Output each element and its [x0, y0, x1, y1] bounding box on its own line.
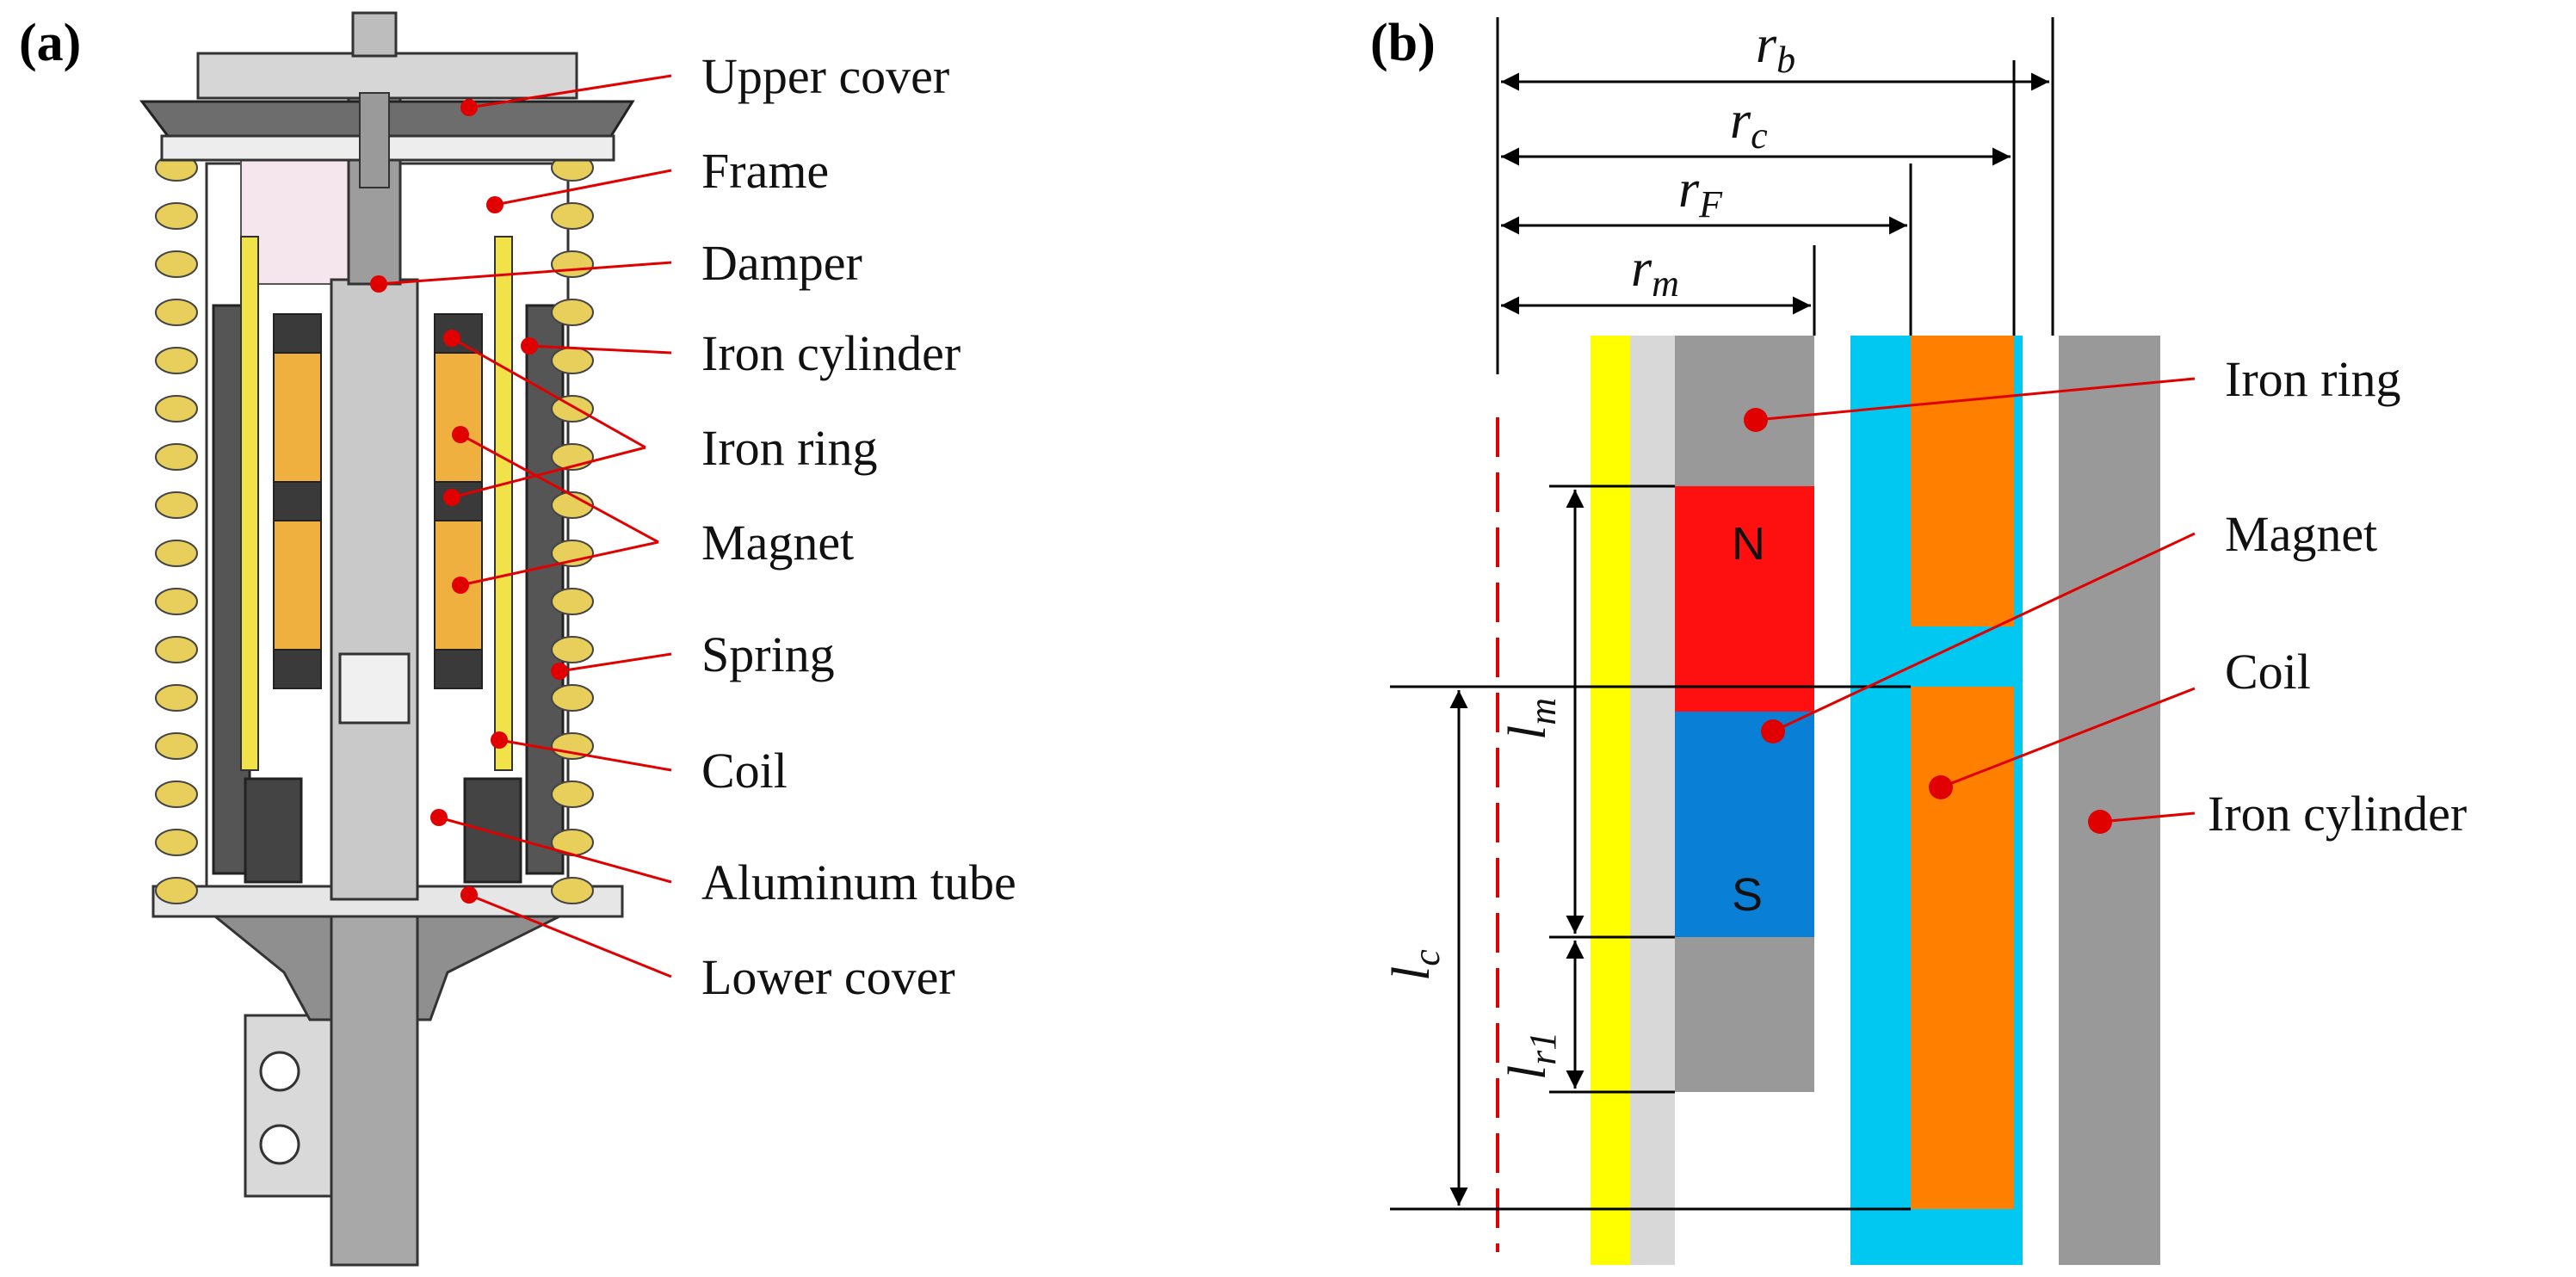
pole-north-label: N — [1732, 518, 1765, 570]
panel-b-label: (b) — [1370, 14, 1436, 72]
label-upper-cover: Upper cover — [701, 48, 949, 104]
iron-ring-right-3 — [434, 649, 483, 689]
spring-coil-left — [155, 491, 198, 519]
label-coil-a: Coil — [701, 743, 788, 799]
label-iron-ring-a: Iron ring — [701, 420, 878, 476]
magnet-stack-right — [434, 313, 483, 689]
spring-coil-left — [155, 780, 198, 808]
dim-lm: lm — [1498, 698, 1564, 740]
dim-rm: rm — [1631, 239, 1679, 305]
top-nut — [351, 11, 398, 58]
label-magnet-b: Magnet — [2225, 506, 2377, 562]
label-coil-b: Coil — [2225, 644, 2311, 700]
iron-ring-top — [1675, 336, 1814, 486]
magnet-left-1 — [273, 352, 322, 483]
spring-coil-left — [155, 202, 198, 230]
label-frame: Frame — [701, 143, 829, 199]
damper-body — [330, 278, 419, 901]
spring-coil-right — [551, 780, 594, 808]
magnet-stack-left — [273, 313, 322, 689]
spring-coil-right — [551, 395, 594, 423]
iron-ring-left-2 — [273, 481, 322, 521]
bracket-hole-lower — [259, 1124, 300, 1165]
label-aluminum-tube: Aluminum tube — [701, 854, 1016, 910]
upper-cover-top — [196, 52, 578, 100]
spring-coil-left — [155, 347, 198, 374]
label-iron-cylinder-a: Iron cylinder — [701, 325, 961, 381]
label-spring: Spring — [701, 626, 835, 682]
light-gray-layer — [1630, 336, 1675, 1265]
iron-block-left — [244, 777, 303, 884]
iron-ring-left-3 — [273, 649, 322, 689]
label-damper: Damper — [701, 235, 862, 291]
coil-strip-right — [494, 236, 513, 771]
label-iron-ring-b: Iron ring — [2225, 351, 2401, 407]
label-lower-cover: Lower cover — [701, 949, 955, 1005]
spring-coil-left — [155, 299, 198, 326]
magnet-left-2 — [273, 520, 322, 651]
coil-lower — [1911, 687, 2014, 1209]
spring-coil-left — [155, 829, 198, 856]
spring-coil-right — [551, 299, 594, 326]
spring-coil-right — [551, 877, 594, 904]
spring-coil-right — [551, 202, 594, 230]
dim-rc: rc — [1730, 91, 1768, 157]
iron-block-right — [463, 777, 522, 884]
coil-upper — [1911, 336, 2014, 626]
spring-coil-left — [155, 443, 198, 471]
panel-b-dimensions — [1390, 17, 2054, 1211]
panel-a-drawing: (a) — [19, 11, 635, 1267]
label-iron-cylinder-b: Iron cylinder — [2208, 786, 2467, 842]
iron-ring-bottom — [1675, 937, 1814, 1092]
dim-rb: rb — [1756, 15, 1795, 81]
spring-coils — [155, 154, 594, 904]
spring-coil-left — [155, 540, 198, 567]
yellow-layer — [1591, 336, 1630, 1265]
bracket-hole-upper — [259, 1051, 300, 1092]
spring-coil-right — [551, 588, 594, 615]
dim-rF: rF — [1678, 160, 1723, 225]
dim-lc: lc — [1382, 949, 1448, 981]
spring-coil-left — [155, 732, 198, 760]
label-magnet-a: Magnet — [701, 515, 854, 571]
damper-piston — [338, 652, 411, 725]
panel-a-leader-dots — [370, 99, 568, 904]
spring-coil-right — [551, 250, 594, 278]
panel-a-label: (a) — [19, 14, 81, 72]
shaft-top — [359, 92, 390, 188]
magnet-south — [1675, 712, 1814, 937]
panel-b-leaders — [1755, 377, 2196, 824]
magnet-right-1 — [434, 352, 483, 483]
spring-coil-left — [155, 636, 198, 663]
spring-coil-left — [155, 877, 198, 904]
spring-coil-left — [155, 684, 198, 712]
magnet-north — [1675, 486, 1814, 712]
spring-coil-right — [551, 540, 594, 567]
panel-b-leader-dots — [1744, 408, 2112, 834]
coil-strip-left — [240, 236, 259, 771]
pole-south-label: S — [1732, 869, 1763, 921]
iron-ring-left-1 — [273, 313, 322, 354]
spring-coil-left — [155, 250, 198, 278]
iron-cylinder-b — [2059, 336, 2160, 1265]
panel-b-drawing: N S — [1496, 336, 2160, 1265]
spring-coil-right — [551, 636, 594, 663]
iron-ring-right-1 — [434, 313, 483, 354]
damper-shaft-lower — [330, 859, 419, 1267]
spring-coil-right — [551, 347, 594, 374]
dim-lr1: lr1 — [1498, 1032, 1564, 1080]
spring-coil-right — [551, 732, 594, 760]
spring-coil-left — [155, 588, 198, 615]
spring-coil-right — [551, 684, 594, 712]
panel-a-leaders — [378, 74, 672, 978]
spring-coil-left — [155, 395, 198, 423]
